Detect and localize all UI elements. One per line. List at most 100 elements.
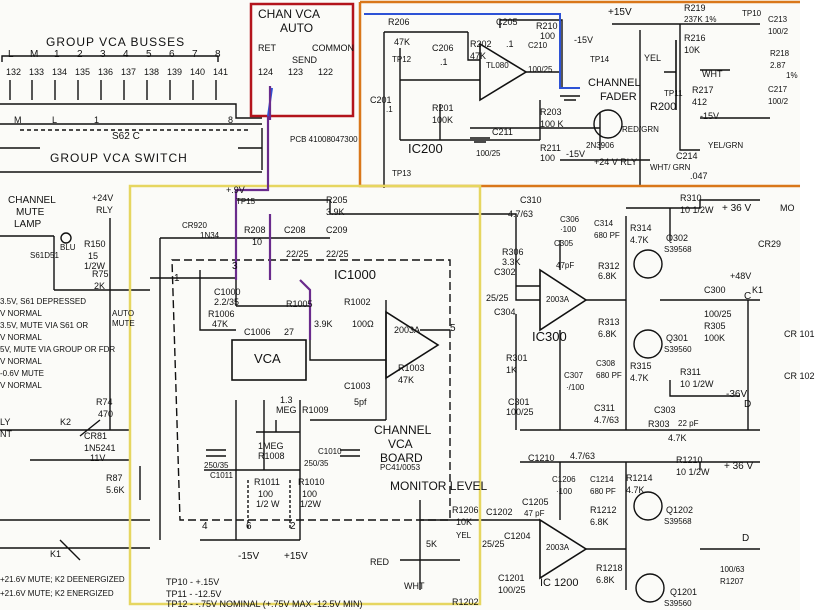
c1010-value: 250/35 — [304, 459, 329, 468]
ic300-label: IC300 — [532, 329, 567, 344]
r202-label: R202 — [470, 39, 492, 49]
r205-label: R205 — [326, 195, 348, 205]
c1011-value: 250/35 — [204, 461, 229, 470]
q200-transistor — [593, 109, 623, 139]
plus24-rly: +24 V RLY — [594, 157, 638, 167]
monitor-level-label: MONITOR LEVEL — [390, 479, 488, 493]
c206-label: C206 — [432, 43, 454, 53]
cr81-volt: 11V — [90, 453, 106, 463]
purple-trace — [234, 116, 312, 340]
send-label: SEND — [292, 55, 318, 65]
mute-foot-2: +21.6V MUTE; K2 ENERGIZED — [0, 589, 114, 598]
q1201-label: Q1201 — [670, 587, 698, 597]
chan-vca-label: CHAN VCA — [258, 7, 321, 21]
c1006-value: 27 — [284, 327, 295, 337]
r1003-value: 47K — [398, 375, 415, 385]
r218-tol: 1% — [786, 71, 798, 80]
ic200-type: TL080 — [486, 61, 509, 70]
c210-label: C210 — [528, 41, 548, 50]
c1205-label: C1205 — [522, 497, 549, 507]
r217-label: R217 — [692, 85, 714, 95]
c1205-value: 47 pF — [524, 509, 545, 518]
r218-value: 2.87 — [770, 61, 786, 70]
r301-label: R301 — [506, 353, 528, 363]
mute-title-2: MUTE — [16, 207, 45, 218]
r1008-value: 1MEG — [258, 441, 284, 451]
channel-fader-label: CHANNEL — [588, 77, 641, 89]
pin-124: 124 — [258, 67, 274, 77]
group-vca-switch-label: GROUP VCA SWITCH — [50, 151, 188, 165]
r1005-value: 3.9K — [314, 319, 333, 329]
r303-label: R303 — [648, 419, 670, 429]
r1005-label: R1005 — [286, 299, 313, 309]
plus48-label: +48V — [730, 271, 752, 281]
tp15-label: TP15 — [236, 197, 256, 206]
c307-value: ·/100 — [566, 383, 585, 392]
monitor-yel: YEL — [456, 531, 472, 540]
bus-number: 137 — [121, 67, 137, 77]
c311-label: C311 — [594, 403, 615, 413]
c206-value: .1 — [440, 57, 448, 67]
c1214-label: C1214 — [590, 475, 614, 484]
r301-value: 1K — [506, 365, 518, 375]
c210-value: 100/25 — [528, 65, 553, 74]
bus-number: 133 — [29, 67, 45, 77]
r205-value: 3.9K — [326, 207, 345, 217]
monitor-wht: WHT — [404, 581, 425, 591]
s61-label: S61D51 — [30, 251, 59, 260]
r313-value: 6.8K — [598, 329, 617, 339]
r312-value: 6.8K — [598, 271, 617, 281]
plus15-label: +15V — [608, 7, 632, 18]
bus-letter: L — [8, 49, 14, 60]
c213-value: 100/2 — [768, 27, 789, 36]
c302-value: 25/25 — [486, 293, 509, 303]
row-letter: M — [14, 115, 22, 125]
r208-label: R208 — [244, 225, 266, 235]
nt-label: NT — [0, 429, 12, 439]
r150-value: 15 — [88, 251, 99, 261]
row-letter: L — [52, 115, 58, 125]
q1201-type: S39560 — [664, 599, 692, 608]
c209-label: C209 — [326, 225, 348, 235]
ic200-opamp — [479, 42, 528, 102]
pin-3: 3 — [232, 261, 238, 272]
k1-label: K1 — [50, 549, 62, 559]
bus-letter: 8 — [215, 49, 221, 60]
r1206-label: R1206 — [452, 505, 479, 515]
c314-label: C314 — [594, 219, 614, 228]
r201-value: 100K — [432, 115, 454, 125]
plus9-label: +.9V — [226, 185, 245, 195]
mute-note-3: 3.5V, MUTE VIA S61 OR — [0, 321, 89, 330]
c301-value: 100/25 — [506, 407, 534, 417]
c214-label: C214 — [676, 151, 698, 161]
q1202-type: S39568 — [664, 517, 692, 526]
ic1000-opamp — [385, 310, 440, 380]
r219-label: R219 — [684, 3, 706, 13]
r150-label: R150 — [84, 239, 106, 249]
pin-2: 2 — [290, 521, 296, 532]
r314-label: R314 — [630, 223, 652, 233]
pin-123: 123 — [288, 67, 304, 77]
c211-value: 100/25 — [476, 149, 501, 158]
r200-label: R200 — [650, 101, 677, 113]
c1204-label: C1204 — [504, 531, 531, 541]
r87-label: R87 — [106, 473, 123, 483]
r1003-label: R1003 — [398, 363, 425, 373]
pin-122: 122 — [318, 67, 334, 77]
r1011-label: R1011 — [254, 477, 280, 487]
c-terminal: C — [744, 291, 752, 302]
r315-label: R315 — [630, 361, 652, 371]
bus-letter: 7 — [192, 49, 198, 60]
group-vca-title: GROUP VCA BUSSES — [46, 35, 186, 49]
tp14-label: TP14 — [590, 55, 610, 64]
c1206-value: ·100 — [556, 487, 573, 496]
r305-value: 100K — [704, 333, 726, 343]
bus-letter: 5 — [146, 49, 152, 60]
tp10-label: TP10 — [742, 9, 762, 18]
r218-label: R218 — [770, 49, 790, 58]
pin-4: 4 — [202, 521, 208, 532]
wht-grn-label: WHT/ GRN — [650, 163, 691, 172]
r203-value: 100 K — [540, 119, 564, 129]
r1010-watt: 1/2W — [300, 499, 322, 509]
